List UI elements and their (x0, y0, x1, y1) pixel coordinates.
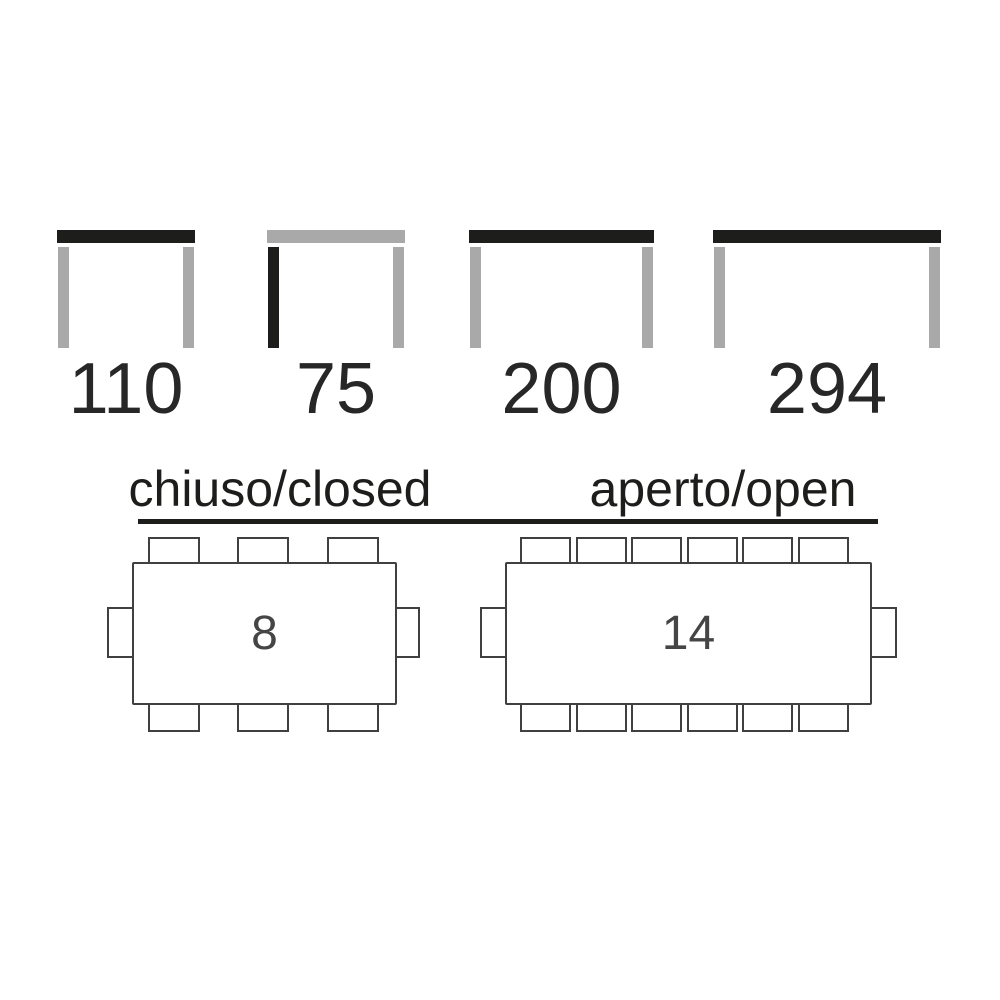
tabletop-bar-icon (57, 230, 195, 243)
tabletop-bar-icon (469, 230, 654, 243)
chair-icon (687, 705, 738, 732)
open-table-plan: 14 (480, 537, 897, 732)
chair-icon (520, 705, 571, 732)
table-leg-right-icon (393, 247, 404, 348)
tabletop-plan: 14 (505, 562, 872, 705)
chair-icon (327, 705, 379, 732)
dimension-value: 200 (501, 349, 622, 429)
chair-icon (742, 705, 793, 732)
dimension-diagram-width: 110 (57, 230, 195, 430)
open-label: aperto/open (589, 461, 857, 517)
chair-icon (687, 537, 738, 564)
tabletop-bar-icon (713, 230, 941, 243)
table-leg-right-icon (929, 247, 940, 348)
table-leg-left-icon (58, 247, 69, 348)
dimension-diagram-open-length: 294 (713, 230, 941, 430)
chair-icon (742, 537, 793, 564)
chair-icon (237, 537, 289, 564)
chair-icon (870, 607, 897, 658)
chair-icon (576, 537, 627, 564)
tabletop-bar-icon (267, 230, 405, 243)
divider-line (138, 519, 878, 524)
seat-count: 8 (251, 606, 278, 660)
chair-icon (148, 537, 200, 564)
dimension-value: 75 (295, 349, 377, 429)
table-leg-left-icon (714, 247, 725, 348)
chair-icon (631, 705, 682, 732)
dimension-diagram-closed-length: 200 (469, 230, 654, 430)
table-leg-left-icon (268, 247, 279, 348)
chair-icon (631, 537, 682, 564)
closed-table-plan: 8 (107, 537, 420, 732)
chair-icon (798, 537, 849, 564)
closed-label: chiuso/closed (128, 461, 432, 517)
chair-icon (107, 607, 134, 658)
table-leg-right-icon (183, 247, 194, 348)
seat-count: 14 (661, 606, 716, 660)
dimension-value: 294 (766, 349, 888, 429)
table-leg-left-icon (470, 247, 481, 348)
dimension-diagram-height: 75 (267, 230, 405, 430)
tabletop-plan: 8 (132, 562, 397, 705)
table-leg-right-icon (642, 247, 653, 348)
dimension-value: 110 (68, 349, 184, 429)
chair-icon (520, 537, 571, 564)
chair-icon (327, 537, 379, 564)
chair-icon (395, 607, 420, 658)
chair-icon (237, 705, 289, 732)
chair-icon (480, 607, 507, 658)
chair-icon (148, 705, 200, 732)
chair-icon (576, 705, 627, 732)
chair-icon (798, 705, 849, 732)
